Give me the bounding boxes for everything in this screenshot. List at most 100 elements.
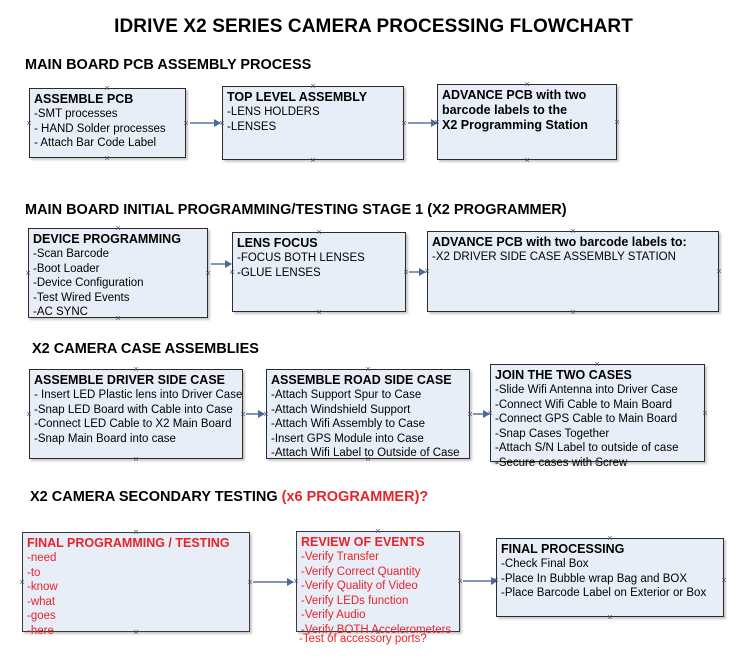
arrow-device-programming-to-lens-focus bbox=[211, 260, 232, 268]
node-line: -Insert GPS Module into Case bbox=[271, 432, 424, 445]
node-final-processing[interactable]: FINAL PROCESSING -Check Final Box -Place… bbox=[496, 538, 724, 617]
node-line: -AC SYNC bbox=[33, 306, 88, 318]
node-join-the-two-cases[interactable]: JOIN THE TWO CASES -Slide Wifi Antenna i… bbox=[490, 364, 705, 469]
node-line: barcode labels to the bbox=[442, 103, 568, 117]
node-line: -Snap LED Board with Cable into Case bbox=[34, 403, 233, 416]
node-body: -Check Final Box -Place In Bubble wrap B… bbox=[501, 557, 719, 601]
node-line: - Insert LED Plastic lens into Driver Ca… bbox=[34, 389, 243, 401]
node-line: -Verify LEDs function bbox=[301, 594, 409, 607]
node-line: - HAND Solder processes bbox=[34, 122, 166, 135]
node-line: -Place In Bubble wrap Bag and BOX bbox=[501, 572, 688, 585]
node-body: -Scan Barcode -Boot Loader -Device Confi… bbox=[33, 247, 203, 320]
node-line: -need bbox=[27, 552, 57, 564]
node-line: -Connect Wifi Cable to Main Board bbox=[495, 398, 673, 411]
node-advance-pcb-driver-side-case[interactable]: ADVANCE PCB with two barcode labels to: … bbox=[427, 231, 719, 312]
node-body: -X2 DRIVER SIDE CASE ASSEMBLY STATION bbox=[432, 250, 714, 265]
node-line: - Attach Bar Code Label bbox=[34, 137, 157, 149]
node-line: -Connect LED Cable to X2 Main Board bbox=[34, 418, 232, 430]
node-line: -Verify Correct Quantity bbox=[301, 565, 421, 578]
node-body: - Insert LED Plastic lens into Driver Ca… bbox=[34, 388, 243, 446]
node-title: ASSEMBLE DRIVER SIDE CASE bbox=[34, 373, 226, 387]
node-title: LENS FOCUS bbox=[237, 236, 318, 250]
node-line: -know bbox=[27, 581, 58, 593]
node-body: -need -to -know -what -goes -here bbox=[27, 551, 245, 638]
node-final-programming-testing[interactable]: FINAL PROGRAMMING / TESTING -need -to -k… bbox=[22, 532, 250, 637]
node-line: -Device Configuration bbox=[33, 277, 144, 289]
arrow-final-programming-to-review-of-events bbox=[253, 578, 294, 586]
node-line: -Verify Quality of Video bbox=[301, 580, 418, 592]
node-title: ADVANCE PCB with two barcode labels to: bbox=[432, 235, 687, 249]
node-line: -FOCUS BOTH LENSES bbox=[237, 252, 365, 264]
node-line: -LENS HOLDERS bbox=[227, 106, 320, 118]
node-line: -Attach Windshield Support bbox=[271, 403, 411, 416]
section-heading-text: MAIN BOARD INITIAL PROGRAMMING/TESTING S… bbox=[25, 202, 567, 218]
node-body: barcode labels to the X2 Programming Sta… bbox=[442, 103, 612, 133]
node-line: -goes bbox=[27, 610, 56, 622]
node-line: -to bbox=[27, 566, 41, 579]
node-title: ASSEMBLE ROAD SIDE CASE bbox=[271, 373, 452, 387]
node-line: -Boot Loader bbox=[33, 262, 100, 275]
node-body: -FOCUS BOTH LENSES -GLUE LENSES bbox=[237, 251, 401, 280]
arrow-driver-side-to-road-side bbox=[246, 410, 265, 418]
node-assemble-pcb[interactable]: ASSEMBLE PCB -SMT processes - HAND Solde… bbox=[29, 88, 186, 158]
node-line: -Attach Support Spur to Case bbox=[271, 389, 422, 401]
node-line: -Attach Wifi Label to Outside of Case bbox=[271, 447, 460, 459]
node-line: -Attach Wifi Assembly to Case bbox=[271, 418, 426, 430]
arrow-lens-focus-to-advance-pcb-driver-side bbox=[409, 268, 426, 276]
section-heading-text: X2 CAMERA SECONDARY TESTING bbox=[30, 489, 282, 505]
node-assemble-road-side-case[interactable]: ASSEMBLE ROAD SIDE CASE -Attach Support … bbox=[266, 369, 470, 459]
node-top-level-assembly[interactable]: TOP LEVEL ASSEMBLY -LENS HOLDERS -LENSES bbox=[222, 86, 404, 160]
node-title: FINAL PROCESSING bbox=[501, 542, 625, 556]
node-review-of-events[interactable]: REVIEW OF EVENTS -Verify Transfer -Verif… bbox=[296, 531, 460, 636]
node-assemble-driver-side-case[interactable]: ASSEMBLE DRIVER SIDE CASE - Insert LED P… bbox=[29, 369, 243, 459]
node-device-programming[interactable]: DEVICE PROGRAMMING -Scan Barcode -Boot L… bbox=[28, 228, 208, 318]
page-title: IDRIVE X2 SERIES CAMERA PROCESSING FLOWC… bbox=[114, 16, 633, 37]
node-line: -Check Final Box bbox=[501, 558, 589, 570]
node-body: -Slide Wifi Antenna into Driver Case -Co… bbox=[495, 383, 700, 470]
node-advance-pcb-programming-station[interactable]: ADVANCE PCB with two barcode labels to t… bbox=[437, 84, 617, 160]
section-heading-main-board-initial-programming: MAIN BOARD INITIAL PROGRAMMING/TESTING S… bbox=[25, 202, 567, 218]
section-heading-x2-camera-case-assemblies: X2 CAMERA CASE ASSEMBLIES bbox=[32, 341, 259, 357]
node-line: -LENSES bbox=[227, 120, 277, 133]
node-line: -Verify Transfer bbox=[301, 551, 379, 563]
node-title: TOP LEVEL ASSEMBLY bbox=[227, 90, 368, 104]
section-heading-text: X2 CAMERA CASE ASSEMBLIES bbox=[32, 341, 259, 357]
arrow-assemble-pcb-to-top-level-assembly bbox=[190, 119, 221, 127]
node-body: -Verify Transfer -Verify Correct Quantit… bbox=[301, 550, 455, 637]
node-line: -Attach S/N Label to outside of case bbox=[495, 442, 679, 454]
node-line: -SMT processes bbox=[34, 108, 118, 120]
node-line: -Place Barcode Label on Exterior or Box bbox=[501, 587, 707, 599]
arrow-top-level-assembly-to-advance-pcb bbox=[408, 119, 438, 127]
node-line: -GLUE LENSES bbox=[237, 266, 321, 279]
node-line: -Connect GPS Cable to Main Board bbox=[495, 413, 678, 425]
arrow-review-of-events-to-final-processing bbox=[463, 577, 498, 585]
node-title: REVIEW OF EVENTS bbox=[301, 535, 425, 549]
node-body: -LENS HOLDERS -LENSES bbox=[227, 105, 399, 134]
node-title: JOIN THE TWO CASES bbox=[495, 368, 632, 382]
node-title: ASSEMBLE PCB bbox=[34, 92, 134, 106]
node-line: -here bbox=[27, 624, 54, 637]
node-body: -Attach Support Spur to Case -Attach Win… bbox=[271, 388, 465, 461]
node-line: -Snap Main Board into case bbox=[34, 432, 176, 445]
node-line: X2 Programming Station bbox=[442, 118, 588, 132]
node-line: -Verify Audio bbox=[301, 609, 366, 621]
node-body: -SMT processes - HAND Solder processes -… bbox=[34, 107, 181, 151]
node-title: FINAL PROGRAMMING / TESTING bbox=[27, 536, 230, 550]
node-line: -Slide Wifi Antenna into Driver Case bbox=[495, 384, 678, 396]
node-line: -Test Wired Events bbox=[33, 291, 130, 304]
section-heading-main-board-pcb-assembly: MAIN BOARD PCB ASSEMBLY PROCESS bbox=[25, 57, 311, 73]
node-title: DEVICE PROGRAMMING bbox=[33, 232, 181, 246]
node-line: -Snap Cases Together bbox=[495, 427, 610, 440]
node-title: ADVANCE PCB with two bbox=[442, 88, 587, 102]
node-lens-focus[interactable]: LENS FOCUS -FOCUS BOTH LENSES -GLUE LENS… bbox=[232, 232, 406, 312]
node-line-overflow: -Test of accessory ports? bbox=[299, 633, 427, 645]
node-line: -X2 DRIVER SIDE CASE ASSEMBLY STATION bbox=[432, 251, 676, 263]
section-heading-x2-camera-secondary-testing: X2 CAMERA SECONDARY TESTING (x6 PROGRAMM… bbox=[30, 489, 428, 505]
node-line: -what bbox=[27, 595, 56, 608]
section-heading-accent: (x6 PROGRAMMER)? bbox=[281, 489, 429, 505]
arrow-road-side-to-join-cases bbox=[473, 410, 490, 418]
node-line: -Secure cases with Screw bbox=[495, 456, 628, 469]
node-line: -Scan Barcode bbox=[33, 248, 110, 260]
section-heading-text: MAIN BOARD PCB ASSEMBLY PROCESS bbox=[25, 57, 312, 73]
